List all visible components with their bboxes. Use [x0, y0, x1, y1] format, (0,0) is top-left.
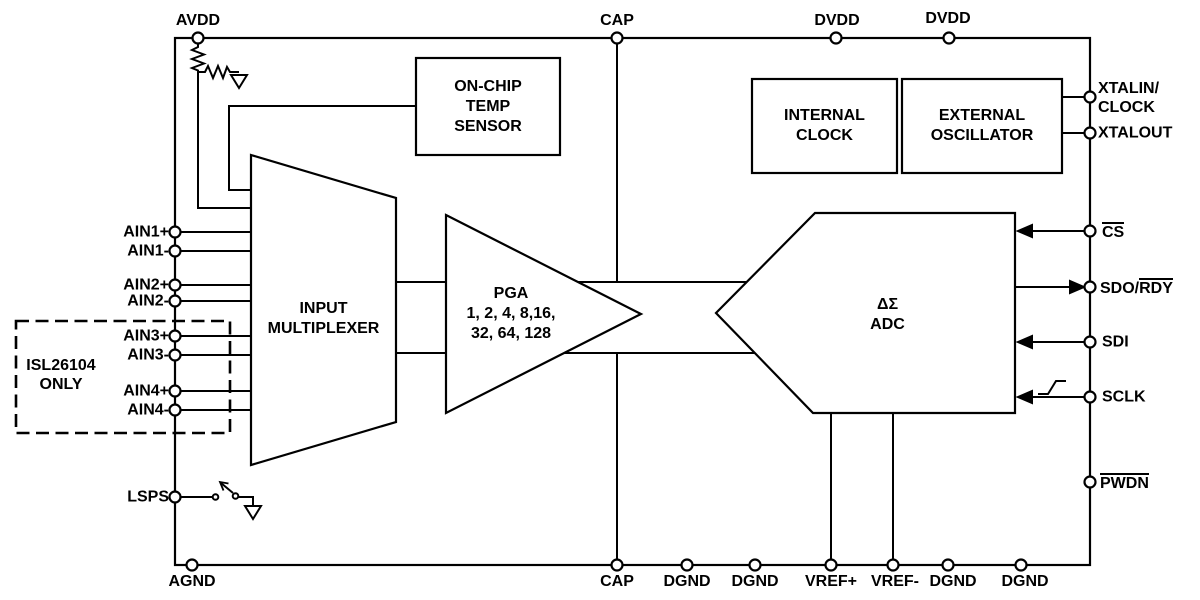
pin-cs — [1083, 224, 1097, 238]
pin-label-ain3n: AIN3- — [127, 346, 169, 364]
isl26104-only-annotation: ISL26104 ONLY — [26, 357, 96, 393]
sdo-arrowhead-icon — [1069, 279, 1087, 295]
pin-ain1p — [168, 225, 182, 239]
pin-label-vref-plus: VREF+ — [804, 573, 858, 590]
pin-sclk — [1083, 390, 1097, 404]
pin-dgnd-1 — [680, 558, 694, 572]
pin-ain3n — [168, 348, 182, 362]
input-multiplexer-label: INPUT MULTIPLEXER — [267, 300, 380, 337]
temp-sensor-box — [414, 56, 562, 157]
pin-label-vref-minus: VREF- — [871, 573, 919, 590]
pin-label-dvdd-1: DVDD — [814, 12, 860, 29]
pin-label-lsps: LSPS — [127, 488, 169, 506]
ground-icon — [229, 74, 249, 90]
pin-pwdn — [1083, 475, 1097, 489]
external-oscillator-label: EXTERNAL OSCILLATOR — [930, 107, 1034, 144]
internal-clock-label: INTERNAL CLOCK — [784, 107, 865, 144]
pin-label-dvdd-2: DVDD — [925, 10, 971, 27]
serial-interface-wires — [1015, 223, 1087, 405]
pwdn-overline-text: PWDN — [1100, 473, 1149, 492]
pin-ain2p — [168, 278, 182, 292]
pin-label-cs: CS — [1102, 222, 1125, 242]
pin-label-dgnd-1: DGND — [663, 573, 711, 590]
pga-shape — [444, 213, 644, 415]
pin-label-dgnd-4: DGND — [1001, 573, 1049, 590]
pin-vref-minus — [886, 558, 900, 572]
internal-clock-box — [750, 77, 899, 175]
sdi-arrowhead-icon — [1015, 334, 1033, 350]
pin-label-ain2p: AIN2+ — [123, 276, 169, 294]
pin-sdo-rdy — [1083, 280, 1097, 294]
pin-dvdd-1 — [829, 31, 843, 45]
pin-circles — [168, 31, 1097, 572]
adc-label: ΔΣ ADC — [870, 296, 905, 333]
temp-sensor-label: ON-CHIP TEMP SENSOR — [454, 77, 522, 135]
pin-ain4n — [168, 403, 182, 417]
pin-label-ain1p: AIN1+ — [123, 223, 169, 241]
switch-blade-arrow-icon — [218, 480, 229, 491]
pin-lsps — [168, 490, 182, 504]
pin-ain4p — [168, 384, 182, 398]
schmitt-trigger-icon — [1038, 380, 1066, 395]
switch-contact-left-icon — [211, 493, 220, 501]
pin-label-xtalout: XTALOUT — [1098, 124, 1173, 142]
pin-xtalin-clock — [1083, 90, 1097, 104]
sclk-arrowhead-icon — [1015, 389, 1033, 405]
pin-agnd — [185, 558, 199, 572]
pin-label-ain4p: AIN4+ — [123, 382, 169, 400]
pin-xtalout — [1083, 126, 1097, 140]
pin-label-dgnd-2: DGND — [731, 573, 779, 590]
pin-cap-top — [610, 31, 624, 45]
pin-label-ain2n: AIN2- — [127, 292, 169, 310]
pin-label-agnd: AGND — [168, 573, 216, 590]
pin-ain3p — [168, 329, 182, 343]
switch-contact-right-icon — [231, 492, 240, 500]
pin-sdi — [1083, 335, 1097, 349]
pin-dvdd-2 — [942, 31, 956, 45]
pin-cap-bottom — [610, 558, 624, 572]
pin-dgnd-4 — [1014, 558, 1028, 572]
pin-label-sclk: SCLK — [1102, 388, 1146, 406]
pin-ain2n — [168, 294, 182, 308]
pin-label-ain1n: AIN1- — [127, 242, 169, 260]
rdy-overline-text: RDY — [1139, 278, 1173, 297]
input-multiplexer-shape — [249, 153, 398, 467]
pin-label-dgnd-3: DGND — [929, 573, 977, 590]
cs-overline-text: CS — [1102, 222, 1125, 241]
external-oscillator-box — [900, 77, 1064, 175]
sdo-text: SDO/ — [1100, 280, 1140, 297]
pin-vref-plus — [824, 558, 838, 572]
pin-label-sdi: SDI — [1102, 333, 1129, 351]
pin-ain1n — [168, 244, 182, 258]
resistor-vertical-icon — [189, 44, 207, 73]
pin-label-avdd: AVDD — [175, 12, 221, 29]
switch-blade-icon — [220, 482, 234, 494]
pin-label-cap-top: CAP — [600, 12, 634, 29]
analog-input-wires — [179, 231, 252, 411]
ground-icon — [243, 505, 263, 521]
pin-label-pwdn: PWDN — [1100, 473, 1149, 493]
pga-label: PGA 1, 2, 4, 8,16, 32, 64, 128 — [466, 285, 556, 342]
cs-arrowhead-icon — [1015, 223, 1033, 239]
pin-label-ain4n: AIN4- — [127, 401, 169, 419]
temp-sensor-wire — [228, 105, 415, 191]
avdd-bias-network — [189, 44, 251, 209]
pin-label-ain3p: AIN3+ — [123, 327, 169, 345]
pin-label-xtalin-clock: XTALIN/ CLOCK — [1098, 80, 1160, 116]
resistor-horizontal-icon — [198, 63, 239, 81]
pin-dgnd-3 — [941, 558, 955, 572]
pin-label-cap-bottom: CAP — [600, 573, 634, 590]
avdd-to-mux-wire — [197, 73, 251, 209]
lsps-switch — [180, 480, 263, 521]
pin-label-sdo-rdy: SDO/RDY — [1100, 278, 1173, 298]
isl26104-dashed-box — [14, 319, 232, 435]
pin-dgnd-2 — [748, 558, 762, 572]
adc-shape — [714, 211, 1017, 415]
pin-avdd — [191, 31, 205, 45]
